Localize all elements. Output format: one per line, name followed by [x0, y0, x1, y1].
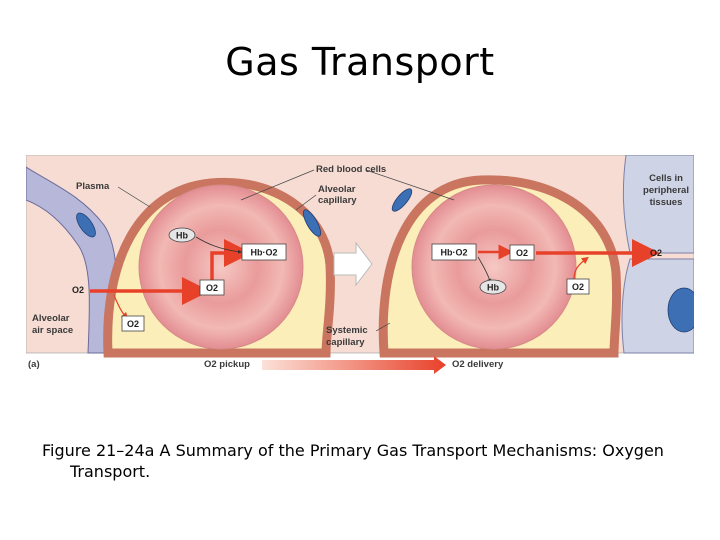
label-cells-in-tissues-1: Cells in: [649, 173, 683, 184]
label-cells-in-tissues-3: tissues: [650, 197, 683, 208]
o2-label-3: O2: [572, 282, 584, 292]
label-o2-delivery: O2 delivery: [452, 359, 504, 370]
label-plasma: Plasma: [76, 181, 110, 192]
tissue-cell-top: [622, 155, 694, 254]
o2-label-air: O2: [72, 285, 84, 295]
hb-release-arrow: [477, 256, 492, 283]
label-panel: (a): [28, 359, 40, 370]
capillary-nucleus-1: [302, 209, 322, 237]
tissue-nucleus: [667, 287, 694, 333]
leader-rbc-2: [365, 169, 455, 201]
label-alveolar-air-1: Alveolar: [32, 313, 70, 324]
label-red-blood-cells: Red blood cells: [316, 164, 386, 175]
o2-box-3: [566, 278, 590, 295]
capillary-nucleus-2: [391, 188, 413, 212]
hbo2-box-2: [431, 243, 477, 261]
o2-label-2: O2: [516, 248, 528, 258]
o2-label-tissue: O2: [650, 248, 662, 258]
hb-bind-arrow-1: [195, 236, 242, 254]
o2-arrow-to-hb: [210, 239, 252, 283]
hbo2-label-1: Hb·O2: [251, 248, 278, 258]
hb-label-1: Hb: [176, 231, 188, 241]
pickup-delivery-arrow: [262, 356, 446, 374]
o2-box-2: [509, 244, 535, 261]
hbo2-label-2: Hb·O2: [441, 248, 468, 258]
transition-arrow: [333, 241, 373, 287]
red-blood-cell-2: [411, 184, 577, 350]
alveolar-wall-nucleus: [76, 212, 96, 238]
leader-plasma: [117, 186, 151, 208]
leader-systemic-capillary: [375, 322, 391, 332]
leader-alveolar-capillary: [295, 194, 317, 211]
leader-rbc-1: [240, 169, 315, 201]
hb-oval-1: [168, 227, 196, 243]
label-systemic-capillary-2: capillary: [326, 337, 365, 348]
o2-box-1: [199, 279, 225, 296]
hb-oval-2: [479, 279, 507, 295]
label-o2-pickup: O2 pickup: [204, 359, 250, 370]
o2-label-1: O2: [206, 283, 218, 293]
o2-box-alveolar: [121, 315, 145, 332]
figure-caption: Figure 21–24a A Summary of the Primary G…: [42, 441, 664, 481]
hb-label-2: Hb: [487, 283, 499, 293]
label-systemic-capillary-1: Systemic: [326, 325, 368, 336]
oxygen-transport-diagram: Hb Hb·O2 O2 O2 O2 Hb·O2 O2 Hb O2 O2 Plas…: [26, 155, 694, 374]
label-alveolar-capillary-2: capillary: [318, 195, 357, 206]
label-alveolar-air-2: air space: [32, 325, 73, 336]
label-cells-in-tissues-2: peripheral: [643, 185, 689, 196]
o2-label-alveolar: O2: [127, 319, 139, 329]
red-blood-cell-1: [138, 184, 304, 350]
hbo2-box-1: [241, 243, 287, 261]
slide-title: Gas Transport: [225, 40, 495, 84]
o2-arrow-small-right: [573, 256, 589, 280]
label-alveolar-capillary-1: Alveolar: [318, 184, 356, 195]
